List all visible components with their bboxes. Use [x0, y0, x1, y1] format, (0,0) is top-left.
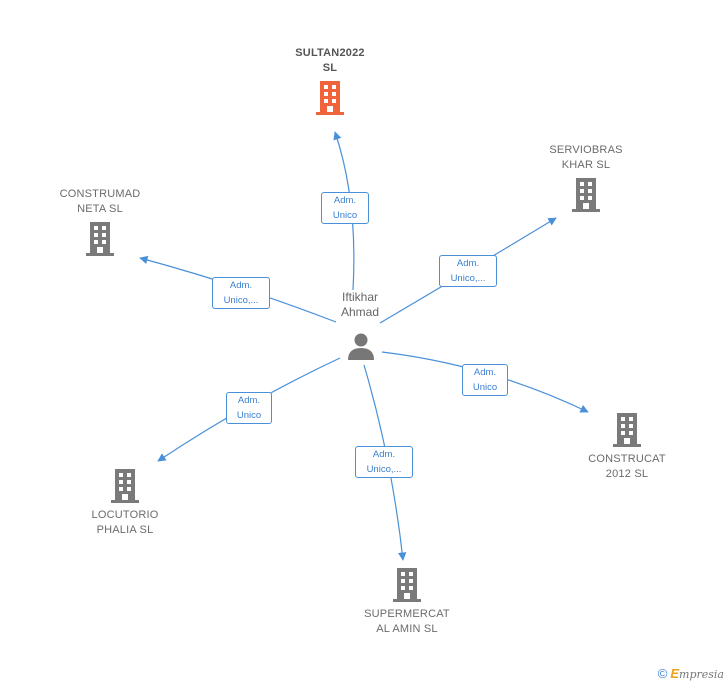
building-icon [316, 81, 344, 115]
company-label-construcat[interactable]: CONSTRUCAT 2012 SL [588, 453, 666, 480]
company-serviobras[interactable]: SERVIOBRAS KHAR SL [536, 143, 636, 213]
company-locutorio[interactable]: LOCUTORIO PHALIA SL [75, 468, 175, 538]
brand-logo-text: mpresia [679, 668, 724, 681]
edge-label-construcat[interactable]: Adm. Unico [462, 364, 508, 396]
edge-label-sultan[interactable]: Adm. Unico [321, 192, 369, 224]
edge-label-construmad[interactable]: Adm. Unico,... [212, 277, 270, 309]
company-label-supermercat[interactable]: SUPERMERCAT AL AMIN SL [364, 608, 450, 635]
person-name[interactable]: Iftikhar Ahmad [340, 290, 380, 319]
building-icon [613, 413, 641, 447]
company-construcat[interactable]: CONSTRUCAT 2012 SL [577, 412, 677, 482]
building-icon [572, 178, 600, 212]
company-label-locutorio[interactable]: LOCUTORIO PHALIA SL [91, 509, 159, 536]
building-icon [111, 469, 139, 503]
company-supermercat[interactable]: SUPERMERCAT AL AMIN SL [357, 567, 457, 637]
brand-logo-initial: E [670, 666, 680, 681]
company-construmad[interactable]: CONSTRUMAD NETA SL [50, 187, 150, 257]
building-icon [86, 222, 114, 256]
brand-footer: © Empresia [658, 666, 724, 681]
company-sultan2022[interactable]: SULTAN2022 SL [280, 46, 380, 116]
edge-label-locutorio[interactable]: Adm. Unico [226, 392, 272, 424]
company-label-construmad[interactable]: CONSTRUMAD NETA SL [59, 188, 141, 215]
copyright-icon: © [657, 666, 668, 681]
company-label-serviobras[interactable]: SERVIOBRAS KHAR SL [549, 144, 623, 171]
edge-label-supermercat[interactable]: Adm. Unico,... [355, 446, 413, 478]
building-icon [393, 568, 421, 602]
edge-label-serviobras[interactable]: Adm. Unico,... [439, 255, 497, 287]
person-icon[interactable] [346, 331, 376, 361]
company-label-sultan2022[interactable]: SULTAN2022 SL [295, 47, 365, 74]
